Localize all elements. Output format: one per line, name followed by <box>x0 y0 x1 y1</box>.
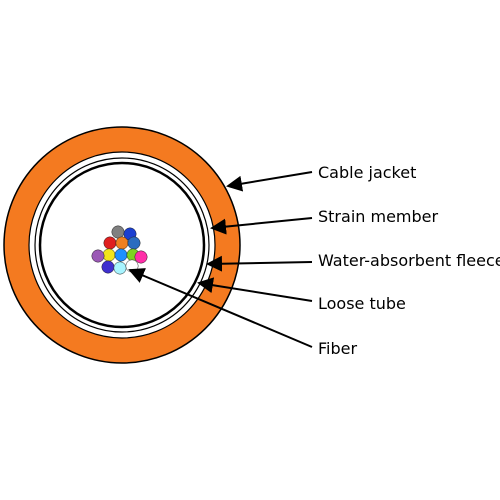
fiber-bundle <box>91 225 148 275</box>
fiber-strand <box>127 236 141 250</box>
fiber-strand <box>134 250 148 264</box>
fiber-strand <box>102 248 116 262</box>
leader-line-fiber <box>128 268 313 348</box>
label-fiber: Fiber <box>318 339 357 358</box>
leader-line-loose-tube <box>197 277 313 302</box>
label-cable-jacket: Cable jacket <box>318 163 416 182</box>
fiber-strand <box>111 225 125 239</box>
label-strain-member: Strain member <box>318 207 439 226</box>
water-absorbent-fleece <box>34 157 210 333</box>
label-water-absorbent-fleece: Water-absorbent fleece <box>318 251 500 270</box>
fiber-strand <box>113 261 127 275</box>
leader-line-strain-member <box>210 217 313 235</box>
fiber-strand <box>115 236 129 250</box>
leader-line-water-absorbent-fleece <box>206 255 313 272</box>
fiber-strand <box>91 249 105 263</box>
leader-line-cable-jacket <box>226 171 313 192</box>
label-loose-tube: Loose tube <box>318 294 406 313</box>
fiber-strand <box>114 248 128 262</box>
fiber-strand <box>103 236 117 250</box>
fiber-strand <box>101 260 115 274</box>
